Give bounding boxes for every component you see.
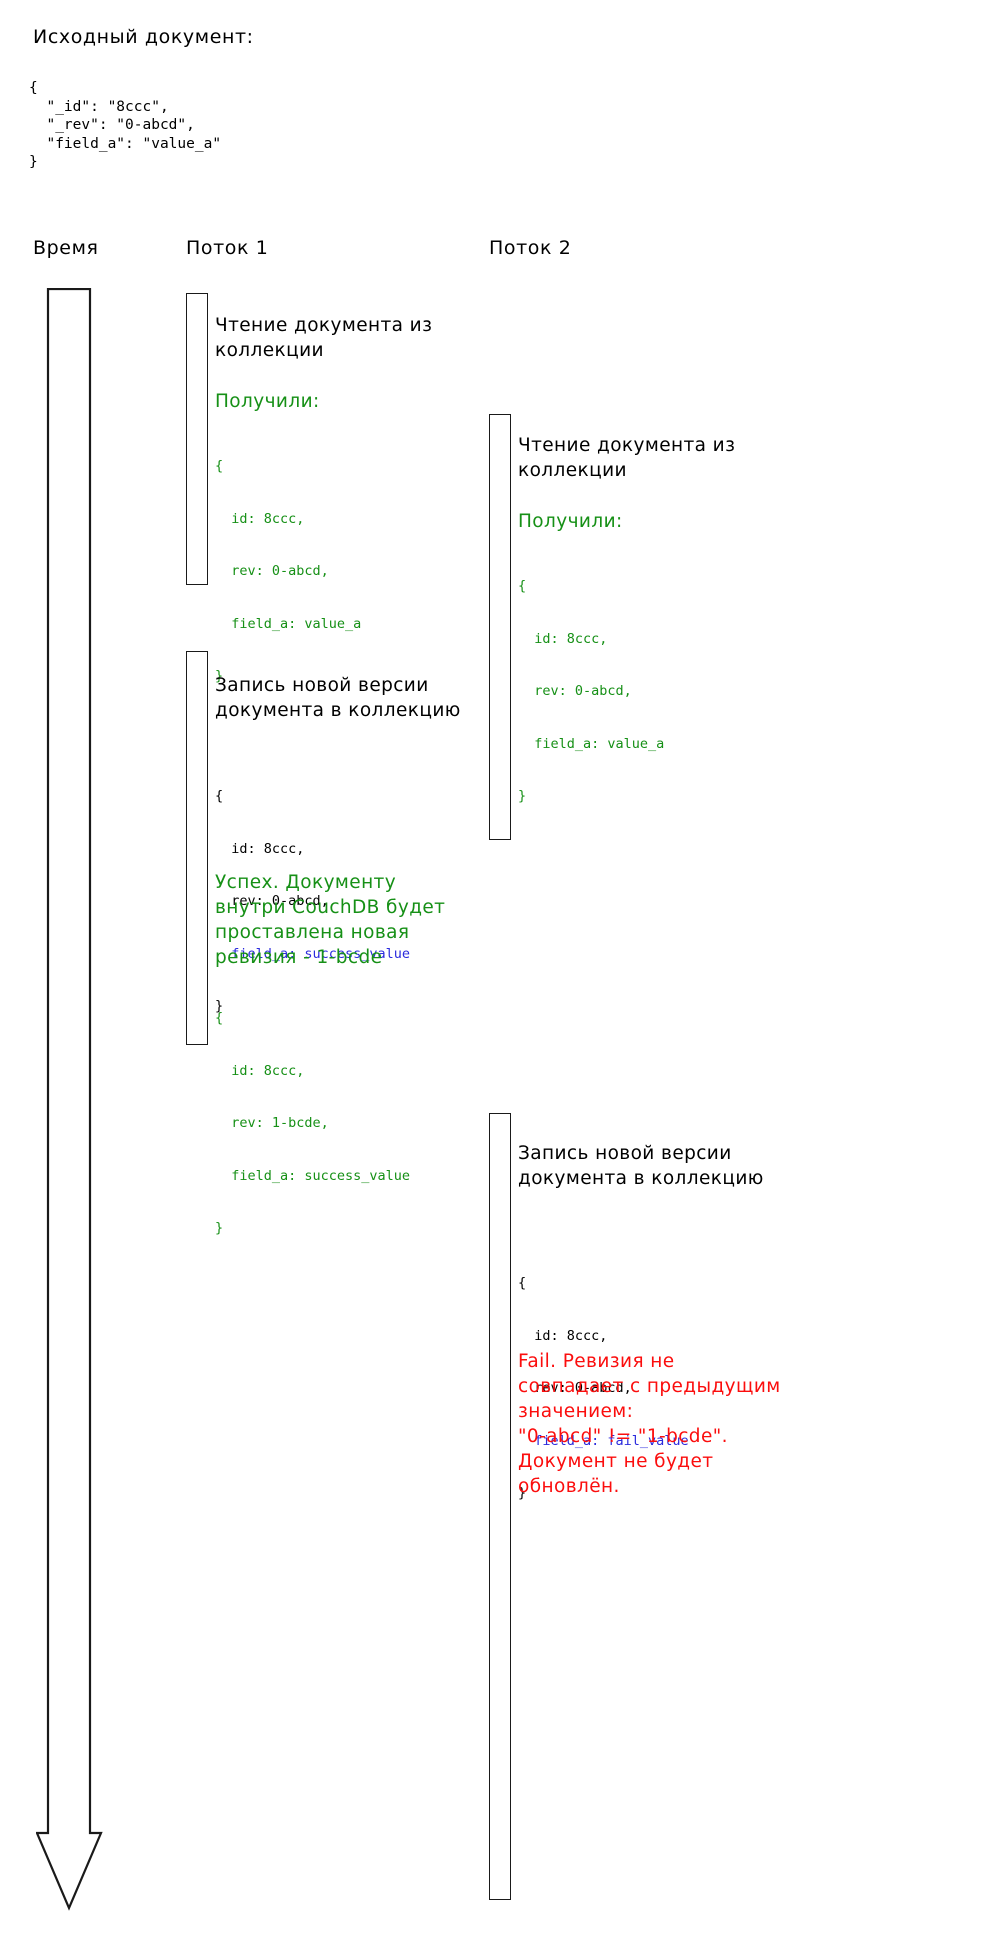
code-line-open: { (215, 1010, 224, 1026)
code-line-open: { (518, 578, 527, 594)
code-line-field: field_a: fail_value (518, 1432, 689, 1449)
result-note-thread2-fail: Fail. Ревизия не совпадает с предыдущим … (518, 1351, 781, 1497)
code-line-rev: rev: 1-bcde, (215, 1115, 329, 1131)
code-line-open: { (215, 458, 224, 474)
code-line-rev: rev: 0-abcd, (518, 683, 632, 699)
result-json-thread1-read: { id: 8ccc, rev: 0-abcd, field_a: value_… (215, 423, 361, 703)
step-label-thread1-write: Запись новой версии документа в коллекци… (215, 675, 461, 721)
code-line-close: } (215, 1220, 224, 1236)
activation-bar-thread2-write (489, 1113, 511, 1900)
step-label-thread2-read: Чтение документа из коллекции (518, 435, 736, 481)
request-json-thread1-write: { id: 8ccc, rev: 0-abcd, field_a: succes… (215, 753, 410, 1033)
code-line-id: id: 8ccc, (215, 1062, 305, 1079)
code-line-id: id: 8ccc, (518, 630, 608, 647)
code-line-field: field_a: value_a (518, 735, 665, 752)
step-label-thread1-read: Чтение документа из коллекции (215, 315, 433, 361)
activation-bar-thread1-read (186, 293, 208, 585)
code-line-open: { (518, 1275, 527, 1291)
code-line-id: id: 8ccc, (215, 840, 305, 857)
page-title: Исходный документ: (33, 26, 254, 48)
activation-bar-thread1-write (186, 651, 208, 1045)
result-label-thread2-read: Получили: (518, 511, 623, 532)
code-line-close: } (518, 788, 527, 804)
result-json-thread2-read: { id: 8ccc, rev: 0-abcd, field_a: value_… (518, 543, 664, 823)
column-header-thread-2: Поток 2 (489, 237, 572, 259)
code-line-field: field_a: value_a (215, 615, 362, 632)
source-document-json: { "_id": "8ccc", "_rev": "0-abcd", "fiel… (29, 80, 222, 170)
code-line-id: id: 8ccc, (215, 510, 305, 527)
code-line-close: } (215, 668, 224, 684)
code-line-close: } (215, 998, 224, 1014)
request-json-thread2-write: { id: 8ccc, rev: 0-abcd, field_a: fail_v… (518, 1240, 689, 1520)
code-line-id: id: 8ccc, (518, 1327, 608, 1344)
code-line-open: { (215, 788, 224, 804)
result-json-thread1-success: { id: 8ccc, rev: 1-bcde, field_a: succes… (215, 975, 410, 1255)
code-line-rev: rev: 0-abcd, (215, 893, 329, 909)
code-line-rev: rev: 0-abcd, (518, 1380, 632, 1396)
activation-bar-thread2-read (489, 414, 511, 840)
code-line-field: field_a: success_value (215, 945, 411, 962)
column-header-time: Время (33, 237, 99, 259)
column-header-thread-1: Поток 1 (186, 237, 269, 259)
code-line-field: field_a: success_value (215, 1167, 411, 1184)
time-axis-arrow (35, 287, 106, 1942)
code-line-close: } (518, 1485, 527, 1501)
step-label-thread2-write: Запись новой версии документа в коллекци… (518, 1143, 764, 1189)
code-line-rev: rev: 0-abcd, (215, 563, 329, 579)
result-label-thread1-read: Получили: (215, 391, 320, 412)
result-note-thread1-success: Успех. Документу внутри CouchDB будет пр… (215, 872, 446, 968)
